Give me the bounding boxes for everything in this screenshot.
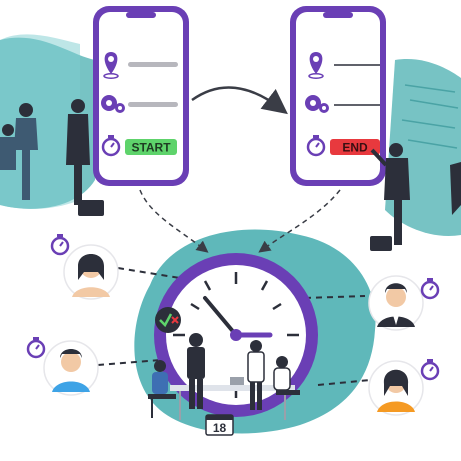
clock-minute-hand (203, 296, 238, 337)
calendar-day: 18 (213, 421, 227, 435)
end-button-label: END (342, 141, 368, 155)
business-people-left (0, 99, 104, 216)
meeting-scene (148, 333, 300, 420)
man-avatar-icon (43, 340, 99, 396)
flow-arrow (191, 86, 288, 115)
stopwatch-icon (420, 278, 440, 300)
stopwatch-icon (26, 337, 46, 359)
man-avatar-icon (368, 275, 424, 331)
motion-lines (401, 84, 459, 149)
stopwatch-icon (306, 135, 326, 157)
left-phone: START (93, 6, 189, 186)
woman-avatar-icon (368, 360, 424, 416)
gears-icon (101, 95, 125, 113)
right-phone: END (290, 6, 386, 186)
map-pin-icon (308, 52, 324, 79)
calendar-icon: 18 (205, 414, 234, 436)
placeholder-line (128, 62, 178, 67)
gears-icon (305, 95, 329, 113)
start-button-label: START (131, 141, 171, 155)
woman-avatar-icon (63, 244, 119, 300)
dashed-arrow-right (258, 189, 341, 253)
map-pin-icon (103, 52, 119, 79)
stopwatch-icon (101, 135, 121, 157)
avatar-connectors (97, 267, 371, 386)
placeholder-line (128, 102, 178, 107)
end-button[interactable]: END (330, 139, 380, 155)
business-person-right (370, 143, 461, 251)
start-button[interactable]: START (125, 139, 177, 155)
check-cross-badge (155, 307, 181, 333)
stopwatch-icon (50, 234, 70, 256)
stopwatch-icon (420, 359, 440, 381)
